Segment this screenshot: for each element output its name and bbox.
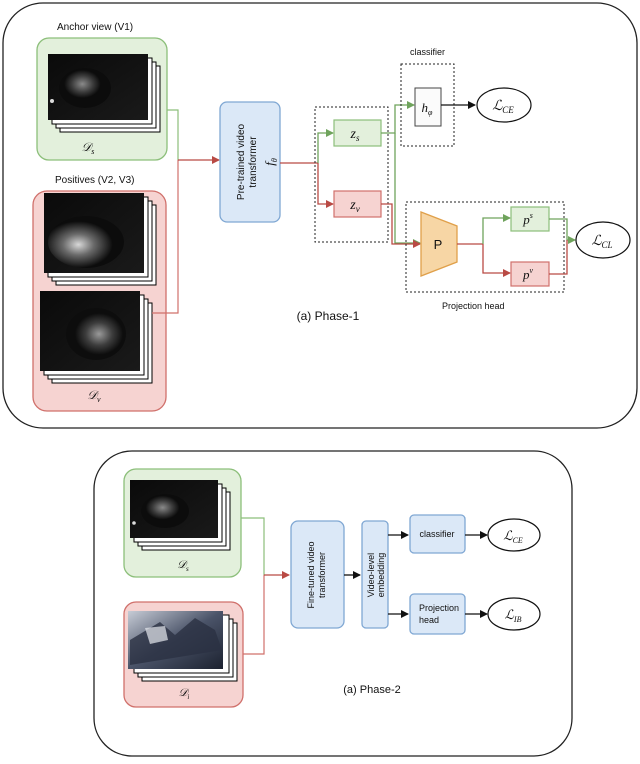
finetuned-transformer-label-2: transformer — [317, 552, 327, 598]
phase2-projection-head-label-2: head — [419, 615, 439, 625]
phase1-panel: Anchor view (V1) 𝒟s Positives (V2, V3) — [2, 2, 638, 429]
positives-video-frames-bottom — [40, 291, 153, 384]
phase2-target-to-transformer-line — [243, 575, 265, 655]
phase2-loss-ib-symbol: ℒIB — [505, 607, 522, 624]
phase2-border — [93, 450, 573, 757]
pretrained-transformer-box — [219, 101, 281, 223]
projector-block — [420, 211, 458, 277]
encoder-symbol: fθ — [262, 158, 279, 166]
phase2-loss-ce-node — [487, 518, 541, 552]
pretrained-transformer-label-1: Pre-trained video — [236, 123, 247, 200]
phase2-source-dataset-symbol: 𝒟s — [177, 559, 189, 573]
anchor-view-label: Anchor view (V1) — [57, 22, 133, 33]
phase2-classifier-box — [409, 514, 466, 554]
positives-dataset-symbol: 𝒟v — [87, 388, 101, 404]
embedding-group-box — [314, 106, 389, 243]
video-embedding-label-1: Video-level — [366, 553, 376, 597]
phase2-caption: (a) Phase-2 — [343, 684, 400, 696]
video-embedding-box — [361, 520, 389, 629]
zv-symbol: zv — [349, 198, 359, 214]
positives-video-frames-top — [44, 193, 157, 286]
ps-to-loss-line — [549, 218, 576, 244]
zs-to-projector-line — [394, 133, 421, 247]
zv-box — [333, 190, 382, 218]
phase2-classifier-label: classifier — [419, 529, 454, 539]
loss-cl-node — [575, 221, 631, 259]
phase2-source-video-frames — [130, 480, 231, 551]
phase2-projection-head-label-1: Projection — [419, 603, 459, 613]
ps-box — [510, 206, 550, 232]
zs-symbol: zs — [350, 127, 360, 143]
phase1-border — [2, 2, 638, 429]
zv-to-projector-arrow — [381, 203, 421, 248]
phase2-target-dataset-symbol: 𝒟i — [179, 687, 190, 701]
phase2-source-to-transformer-line — [241, 517, 265, 575]
pretrained-transformer-label-2: transformer — [248, 136, 259, 188]
pv-symbol: pv — [522, 266, 534, 282]
projection-head-title: Projection head — [442, 301, 505, 311]
loss-ce-node — [476, 87, 532, 123]
to-zs-arrow — [317, 129, 334, 163]
video-embedding-label-2: embedding — [376, 553, 386, 598]
anchor-to-transformer-line — [167, 109, 179, 160]
projector-label: P — [434, 237, 443, 252]
phase2-target-video-frames — [128, 611, 238, 682]
classifier-title: classifier — [410, 47, 445, 57]
classifier-head-box — [414, 87, 442, 127]
phase2-panel: 𝒟s 𝒟i Fine-tuned video transformer — [93, 450, 573, 757]
classifier-head-symbol: hφ — [422, 100, 434, 117]
ps-symbol: ps — [522, 211, 533, 227]
to-ps-arrow — [482, 214, 511, 244]
loss-cl-symbol: ℒCL — [591, 234, 612, 250]
phase1-caption: (a) Phase-1 — [297, 309, 360, 323]
pv-to-loss-line — [549, 240, 568, 275]
loss-ce-symbol: ℒCE — [492, 99, 514, 115]
anchor-video-frames — [48, 54, 161, 133]
positives-label: Positives (V2, V3) — [55, 175, 134, 186]
finetuned-transformer-label-1: Fine-tuned video — [306, 541, 316, 608]
positives-to-transformer-line — [152, 160, 179, 314]
phase2-loss-ib-node — [487, 597, 541, 631]
to-zv-arrow — [317, 163, 334, 208]
phase2-projection-head-box — [409, 593, 466, 635]
phase2-loss-ce-symbol: ℒCE — [503, 528, 523, 545]
zs-box — [333, 119, 382, 147]
to-pv-arrow — [482, 244, 511, 277]
anchor-dataset-symbol: 𝒟s — [82, 140, 95, 156]
zs-to-classifier-arrow — [381, 101, 415, 134]
